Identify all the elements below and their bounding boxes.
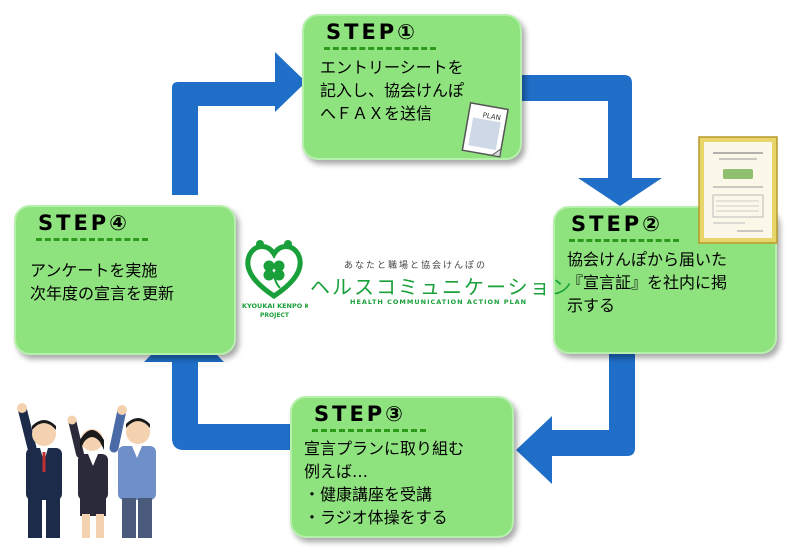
step3-description: 宣言プランに取り組む 例えば… ・健康講座を受講 ・ラジオ体操をする (304, 437, 464, 529)
step4-line: 次年度の宣言を更新 (30, 284, 175, 303)
step1-title-underline (324, 47, 436, 50)
step2-line: 示する (567, 296, 616, 315)
health-communication-logo: KYOUKAI KENPO KYOTO PROJECT あなたと職場と協会けんぽ… (240, 238, 572, 328)
step1-line: へＦＡＸを送信 (320, 104, 433, 123)
step3-card: STEP③ 宣言プランに取り組む 例えば… ・健康講座を受講 ・ラジオ体操をする (290, 396, 514, 538)
step2-card: STEP② 協会けんぽから届いた 『宣言証』を社内に掲 示する (553, 206, 777, 354)
step3-title: STEP③ (314, 402, 406, 426)
step1-line: エントリーシートを (320, 58, 464, 77)
step1-card: STEP① エントリーシートを 記入し、協会けんぽ へＦＡＸを送信 PLAN (302, 14, 522, 160)
heart-clover-emblem: KYOUKAI KENPO KYOTO PROJECT (242, 240, 308, 319)
step3-line: 例えば… (304, 462, 369, 481)
step3-title-underline (312, 429, 426, 432)
office-workers-illustration (17, 403, 156, 538)
step4-title-underline (36, 238, 148, 241)
plan-sheet-illustration: PLAN (461, 102, 509, 158)
step3-line: ・ラジオ体操をする (304, 508, 448, 527)
logo-name: ヘルスコミュニケーション (310, 275, 574, 299)
arrow-step1-to-step2 (522, 75, 662, 206)
plan-sheet-label: PLAN (482, 111, 501, 122)
step4-description: アンケートを実施 次年度の宣言を更新 (30, 259, 174, 305)
worker-woman-center (67, 415, 108, 538)
step3-line: ・健康講座を受講 (304, 485, 433, 504)
step1-description: エントリーシートを 記入し、協会けんぽ へＦＡＸを送信 (320, 56, 464, 125)
certificate-illustration (698, 136, 778, 244)
step2-description: 協会けんぽから届いた 『宣言証』を社内に掲 示する (567, 248, 727, 317)
arrow-step2-to-step3 (516, 354, 635, 484)
step2-line: 『宣言証』を社内に掲 (567, 273, 728, 292)
logo-project-text: PROJECT (260, 312, 290, 319)
step1-title: STEP① (326, 20, 418, 44)
step2-title-underline (569, 239, 679, 242)
step4-title: STEP④ (38, 211, 130, 235)
step4-line: アンケートを実施 (30, 261, 158, 280)
step1-line: 記入し、協会けんぽ (320, 81, 465, 100)
step2-title: STEP② (571, 212, 663, 236)
logo-tagline: あなたと職場と協会けんぽの (344, 261, 488, 271)
worker-man-left (17, 403, 62, 538)
logo-arc-text: KYOUKAI KENPO KYOTO (242, 302, 308, 310)
logo-subtitle: HEALTH COMMUNICATION ACTION PLAN (350, 298, 528, 306)
arrow-step4-to-step1 (172, 52, 306, 195)
step2-line: 協会けんぽから届いた (567, 250, 728, 269)
worker-man-right (109, 405, 156, 538)
step4-card: STEP④ アンケートを実施 次年度の宣言を更新 (14, 205, 236, 355)
step3-line: 宣言プランに取り組む (304, 439, 465, 458)
